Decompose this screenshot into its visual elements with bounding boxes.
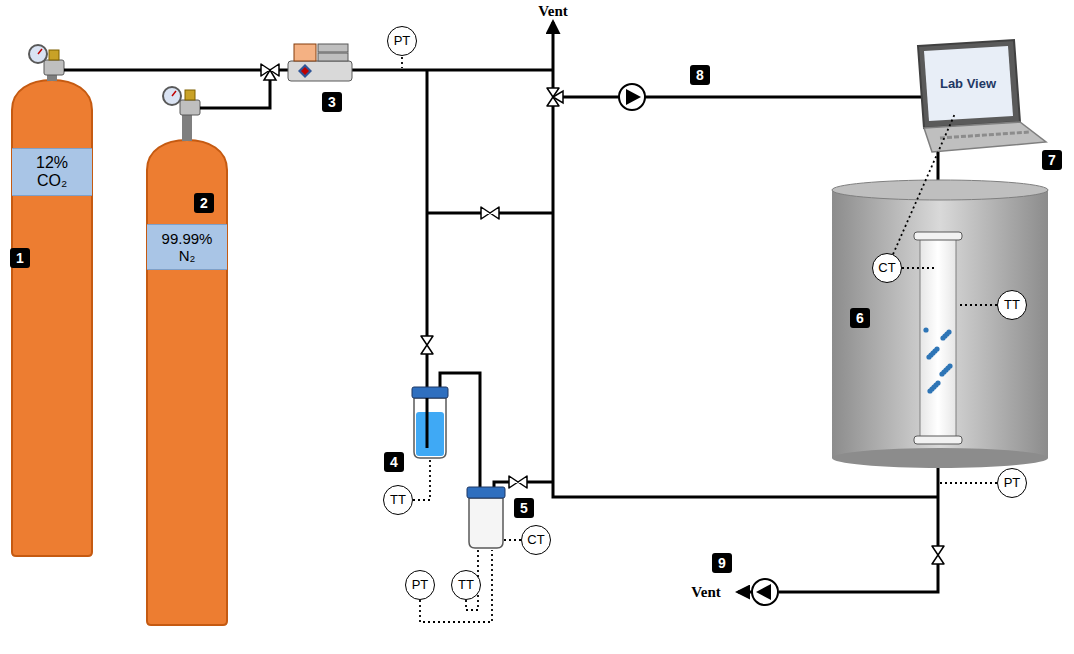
- gas-label: 99.99% N₂: [158, 230, 216, 265]
- three-way-valve: [547, 88, 563, 106]
- instrument-tag: TT: [458, 578, 474, 593]
- gas-bubble: [939, 371, 944, 376]
- gas-bubble: [923, 327, 928, 332]
- conductivity-transmitter: CT: [872, 253, 902, 283]
- laptop-screen: Lab View: [931, 55, 1005, 113]
- gas-label: 12% CO₂: [30, 154, 74, 191]
- instrument-tag: TT: [390, 493, 406, 508]
- callout-number: 7: [1042, 150, 1062, 170]
- instrument-tag: PT: [412, 578, 429, 593]
- jacketed-column: [832, 180, 1048, 468]
- instrument-tag: TT: [1004, 298, 1020, 313]
- valve: [481, 207, 499, 219]
- software-label: Lab View: [938, 77, 998, 92]
- gas-bubble: [926, 354, 931, 359]
- callout-number: 5: [514, 498, 534, 518]
- vent-arrow: [552, 22, 555, 88]
- three-way-valve: [261, 64, 279, 80]
- pipe-lines: [64, 70, 938, 592]
- temperature-transmitter: TT: [383, 485, 413, 515]
- instrument-tag: CT: [527, 533, 544, 548]
- gas-bubble: [927, 388, 932, 393]
- pressure-transmitter: PT: [387, 26, 417, 56]
- saturator-bottle: [412, 387, 448, 458]
- gas-label-band: 12% CO₂: [12, 148, 92, 197]
- laptop-computer: [918, 40, 1046, 152]
- callout-number: 6: [850, 308, 870, 328]
- signal-connector: [893, 113, 955, 254]
- callout-number: 8: [690, 65, 710, 85]
- pressure-transmitter: PT: [405, 570, 435, 600]
- sensor-bottle: [467, 487, 505, 548]
- signal-line: [402, 57, 997, 622]
- pressure-transmitter: PT: [997, 468, 1027, 498]
- callout-number: 4: [384, 452, 404, 472]
- instrument-tag: PT: [1004, 476, 1021, 491]
- pump: [752, 579, 778, 605]
- callout-number: 3: [322, 92, 342, 112]
- instrument-tag: CT: [878, 261, 895, 276]
- mass-flow-controller: [288, 44, 352, 81]
- pump: [619, 84, 645, 110]
- valve: [421, 336, 433, 354]
- gas-bubble: [940, 335, 945, 340]
- vent-label: Vent: [691, 584, 720, 601]
- conductivity-transmitter: CT: [521, 525, 551, 555]
- gas-cylinder: [147, 87, 227, 625]
- instrument-tag: PT: [394, 34, 411, 49]
- temperature-transmitter: TT: [451, 570, 481, 600]
- valve: [932, 546, 944, 564]
- temperature-transmitter: TT: [997, 290, 1027, 320]
- callout-number: 9: [712, 553, 732, 573]
- callout-number: 2: [194, 193, 214, 213]
- gas-cylinder: [12, 45, 92, 556]
- vent-label: Vent: [538, 3, 567, 20]
- valve: [509, 476, 527, 488]
- gas-label-band: 99.99% N₂: [147, 224, 227, 271]
- callout-number: 1: [10, 248, 30, 268]
- vent-arrow: [738, 591, 752, 594]
